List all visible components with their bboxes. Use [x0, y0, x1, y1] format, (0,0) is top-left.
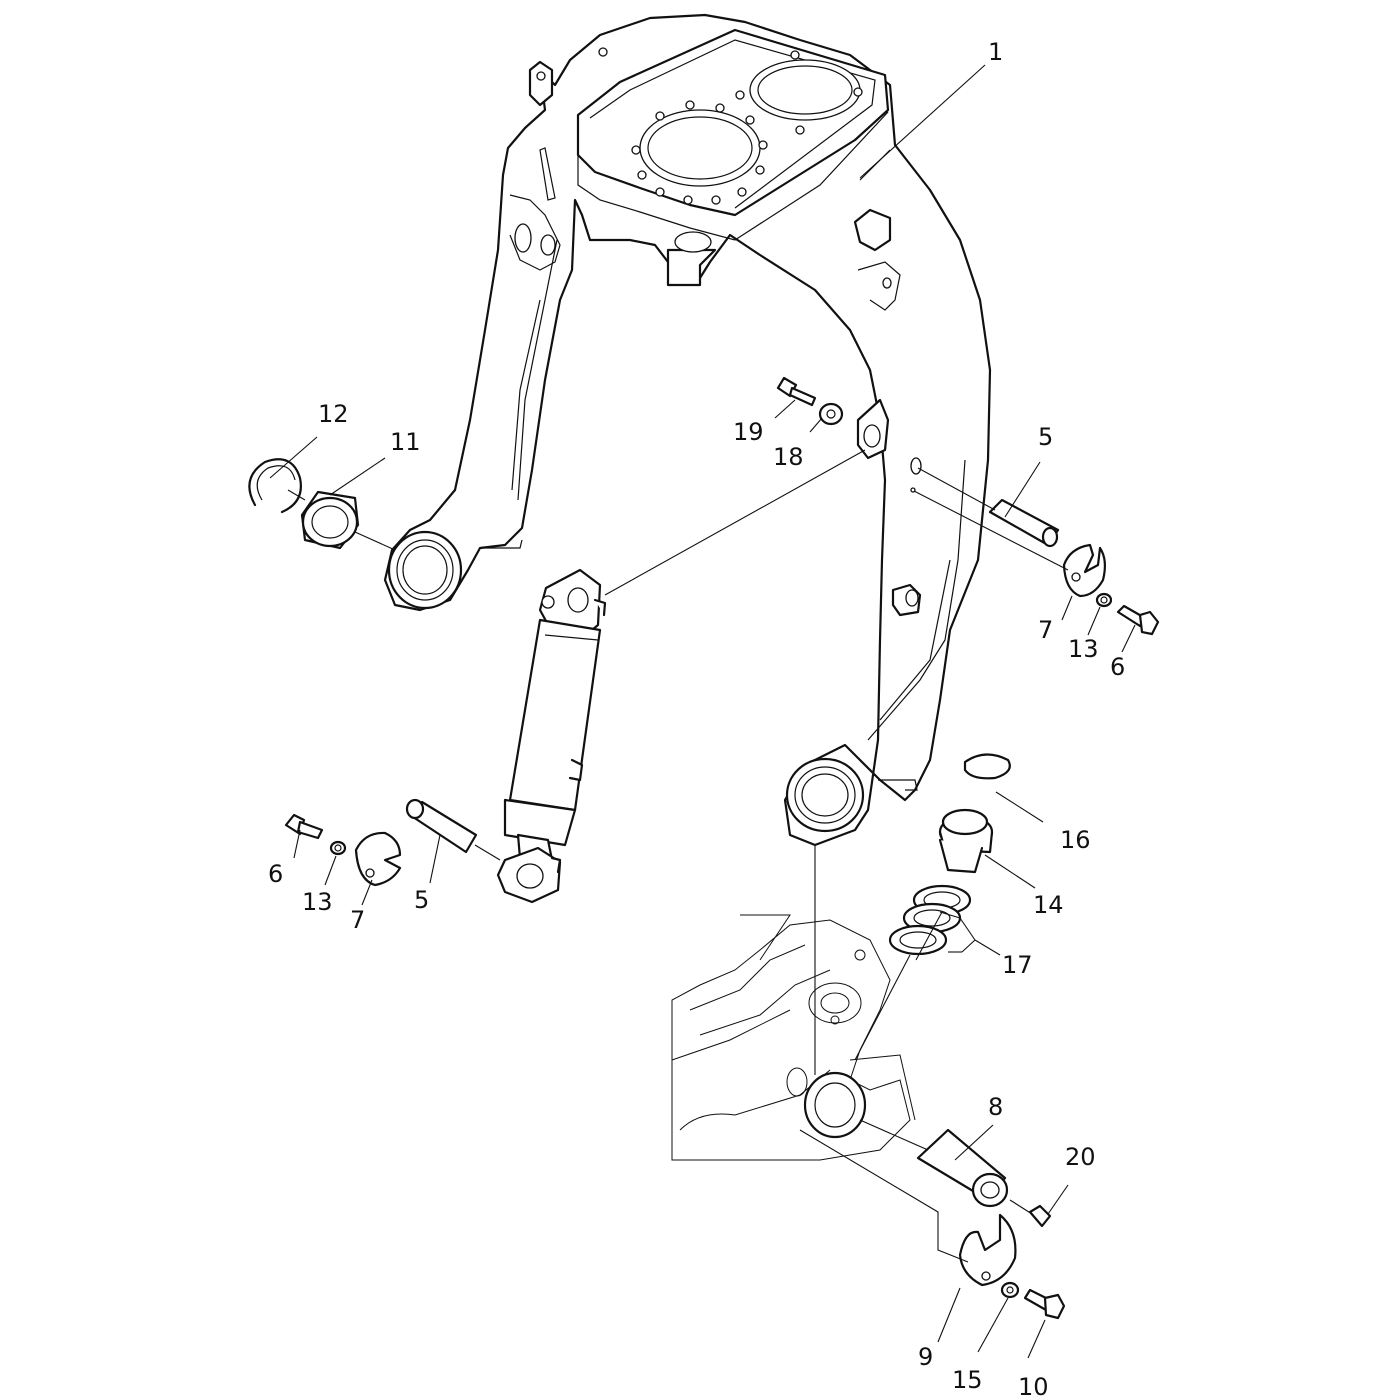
callout-16: 16	[1060, 826, 1091, 854]
pin-part-8	[916, 1128, 1009, 1208]
callout-1: 1	[988, 38, 1003, 66]
callout-5-left: 5	[414, 886, 429, 914]
callout-11: 11	[390, 428, 421, 456]
washer-part-13-right	[1095, 592, 1113, 608]
callout-12: 12	[318, 400, 349, 428]
pin-part-5-right	[988, 498, 1060, 548]
pin-part-5-left	[405, 798, 478, 854]
background-assembly-outline	[671, 914, 916, 1161]
bolt-part-19	[776, 376, 817, 407]
callout-15: 15	[952, 1366, 983, 1394]
pivot-pin-part-14	[938, 808, 994, 874]
callout-13-left: 13	[302, 888, 333, 916]
hydraulic-cylinder	[496, 568, 607, 904]
callout-14: 14	[1033, 891, 1064, 919]
shim-set-part-17	[888, 884, 972, 956]
callout-17: 17	[1002, 951, 1033, 979]
bushing-part-11	[300, 490, 360, 550]
callout-19: 19	[733, 418, 764, 446]
callout-6-right: 6	[1110, 653, 1125, 681]
callout-5-right: 5	[1038, 423, 1053, 451]
callout-6-left: 6	[268, 860, 283, 888]
circlip-part-12	[248, 458, 302, 514]
callout-20: 20	[1065, 1143, 1096, 1171]
washer-part-15	[1000, 1281, 1020, 1299]
bolt-part-6-left	[284, 813, 324, 840]
main-frame-part-1	[383, 13, 992, 847]
callout-10: 10	[1018, 1373, 1049, 1400]
leader-lines	[269, 64, 1136, 1359]
callout-13-right: 13	[1068, 635, 1099, 663]
retaining-plate-part-9	[958, 1213, 1017, 1287]
callout-9: 9	[918, 1343, 933, 1371]
callout-numbers: 1 12 11 19 18 5 7 13 6 16 14 17 6 13 7 5…	[268, 38, 1125, 1400]
retaining-plate-part-7-right	[1062, 543, 1107, 598]
callout-18: 18	[773, 443, 804, 471]
circlip-part-16	[963, 753, 1011, 780]
retaining-plate-part-7-left	[354, 831, 402, 887]
bolt-part-10	[1023, 1288, 1066, 1320]
washer-part-18	[818, 402, 844, 426]
bolt-part-6-right	[1116, 604, 1160, 636]
grease-nipple-part-20	[1028, 1204, 1052, 1228]
callout-7-left: 7	[350, 906, 365, 934]
washer-part-13-left	[329, 840, 347, 856]
callout-8: 8	[988, 1093, 1003, 1121]
background-pivot-eye	[803, 1071, 867, 1139]
callout-7-right: 7	[1038, 616, 1053, 644]
